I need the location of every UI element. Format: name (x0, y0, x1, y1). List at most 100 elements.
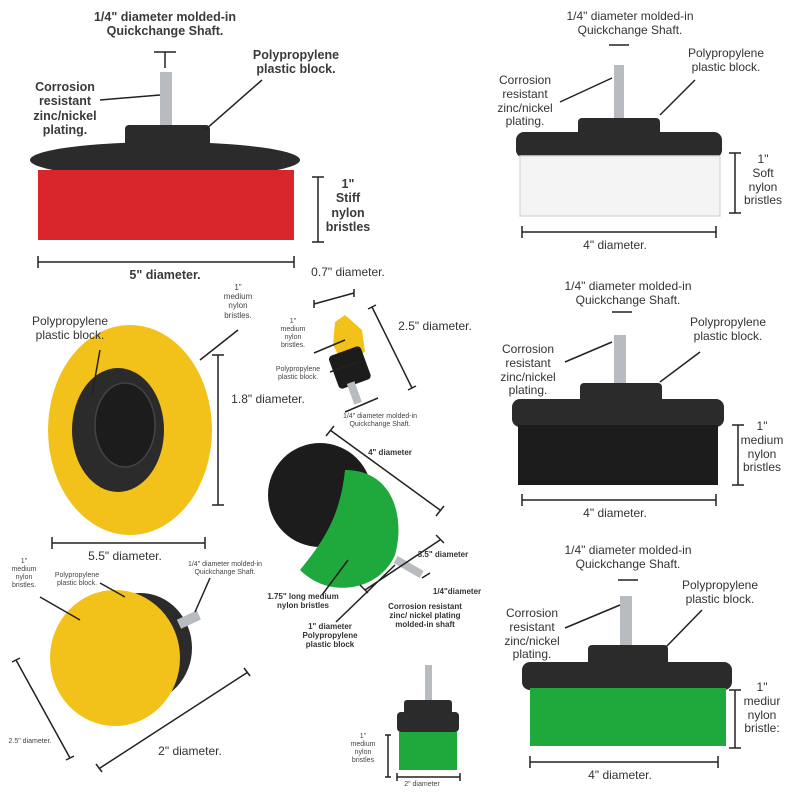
label-line: 1" (289, 318, 297, 325)
label-line: nylon bristles (276, 601, 329, 611)
small-green-brush-image (385, 665, 461, 781)
label-line: plating. (505, 114, 545, 129)
label-line: plastic block. (685, 591, 755, 606)
label-line: 2.5" diameter. (398, 319, 472, 333)
label-line: 1" (757, 152, 769, 166)
yellow-cup-image (11, 577, 251, 773)
label-line: Quickchange Shaft. (106, 24, 224, 39)
label-line: bristles (325, 220, 371, 235)
label-line: zinc/ nickel plating (389, 611, 461, 621)
label-line: nylon (228, 301, 248, 311)
label-line: mediur (743, 693, 781, 708)
label-line: Quickchange Shaft. (575, 292, 681, 307)
drill-ball-label: 3.5" diameter (418, 550, 468, 559)
label-line: 4" diameter. (583, 238, 647, 252)
label-line: Polypropylene (689, 315, 767, 329)
label-line: 5" diameter. (129, 268, 201, 282)
label-line: medium (740, 432, 784, 447)
label-line: 2.5" diameter. (8, 738, 52, 745)
label-line: medium (11, 566, 37, 574)
label-line: medium (350, 741, 376, 749)
label-line: 1" (20, 558, 28, 565)
label-line: 1/4" diameter molded-in (93, 10, 237, 24)
black-brush-label: 4" diameter. (583, 506, 647, 521)
label-line: 1/4" diameter molded-in (564, 543, 692, 557)
yellow-cone-label: 2.5" diameter. (398, 319, 472, 334)
yellow-disc-image (48, 325, 239, 549)
label-line: Polypropylene (302, 631, 358, 641)
yellow-disc-label: 1.8" diameter. (231, 392, 305, 407)
label-line: Stiff (335, 191, 361, 206)
label-line: bristle: (744, 721, 780, 736)
black-brush-image (512, 311, 744, 506)
label-line: 1/4"diameter (432, 587, 482, 596)
label-line: Polypropylene (252, 48, 340, 62)
label-line: plating. (42, 123, 88, 138)
drill-ball-image (268, 425, 445, 623)
label-line: 0.7" diameter. (311, 265, 385, 279)
label-line: 1" (359, 733, 367, 740)
drill-ball-label: 1/4"diameter (433, 587, 481, 596)
label-line: 1/4" diameter molded-in (564, 279, 692, 293)
yellow-disc-label: 5.5" diameter. (88, 549, 162, 564)
label-line: plastic block. (691, 59, 761, 74)
label-line: Corrosion resistant (388, 602, 462, 611)
label-line: zinc/nickel (497, 100, 553, 115)
label-line: Quickchange Shaft. (575, 556, 681, 571)
red-brush-label: 5" diameter. (129, 268, 200, 282)
label-line: 4" diameter (368, 448, 412, 457)
label-line: nylon (284, 334, 302, 342)
label-line: 1" (341, 177, 355, 191)
label-line: medium (223, 292, 253, 302)
label-line: plastic block (305, 640, 355, 650)
label-line: zinc/nickel (500, 369, 556, 384)
label-line: Polypropylene (275, 366, 321, 373)
label-line: 1.75" long medium (267, 592, 339, 601)
label-line: Corrosion (498, 73, 552, 87)
label-line: plating. (508, 383, 548, 398)
label-line: Polypropylene (54, 572, 100, 579)
label-line: molded-in shaft (395, 620, 455, 630)
label-line: resistant (38, 94, 92, 109)
label-line: 1.8" diameter. (231, 392, 305, 406)
label-line: plastic block. (256, 62, 336, 77)
label-line: zinc/nickel (504, 633, 560, 648)
drill-ball-label: 4" diameter (368, 448, 412, 457)
label-line: 1/4" diameter molded-in (187, 561, 263, 568)
label-line: Polypropylene (31, 314, 109, 328)
label-line: nylon (747, 446, 777, 461)
label-line: 1/4" diameter molded-in (566, 9, 694, 23)
label-line: plastic block. (693, 328, 763, 343)
green-brush-label: 4" diameter. (588, 768, 652, 783)
label-line: Corrosion (501, 342, 555, 356)
label-line: Quickchange Shaft. (577, 22, 683, 37)
label-line: nylon (354, 749, 372, 757)
green-brush-image (522, 579, 741, 768)
label-line: 1" (756, 419, 768, 433)
label-line: Corrosion (35, 80, 95, 94)
label-line: 1/4" diameter molded-in (342, 413, 418, 420)
